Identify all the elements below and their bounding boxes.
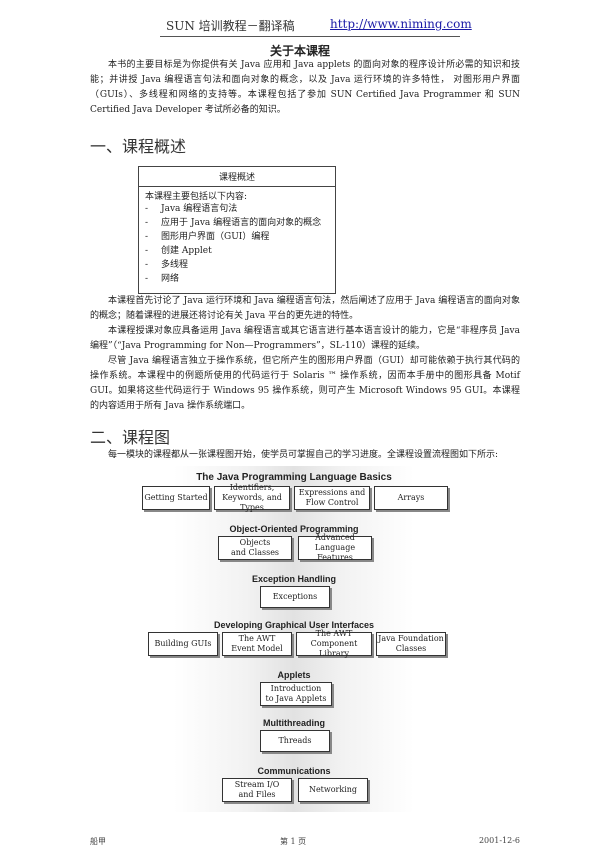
list-item: -图形用户界面（GUI）编程 [145,232,270,242]
about-text: 本书的主要目标是为你提供有关 Java 应用和 Java applets 的面向… [90,60,520,115]
list-item: -网络 [145,274,180,284]
roadmap-box-threads: Threads [260,730,330,752]
roadmap-section-comm: Communications [257,766,331,776]
section1-paragraph: 本课程首先讨论了 Java 运行环境和 Java 编程语言句法，然后阐述了应用于… [90,296,520,321]
list-item: -Java 编程语言句法 [145,204,238,214]
roadmap-box-exceptions: Exceptions [260,586,330,608]
overview-box-intro: 本课程主要包括以下内容: [145,192,248,202]
list-item: -多线程 [145,260,189,270]
section2-intro-block: 每一模块的课程都从一张课程图开始，使学员可掌握自己的学习进度。全课程设置流程图如… [90,448,520,463]
roadmap-box-awt-event: The AWT Event Model [222,632,292,656]
section2-heading: 二、课程图 [90,428,171,447]
roadmap-section-threads: Multithreading [263,718,325,728]
about-paragraph: 本书的主要目标是为你提供有关 Java 应用和 Java applets 的面向… [90,58,520,118]
header-url-link[interactable]: http://www.niming.com [330,17,472,31]
section1-paragraph: 尽管 Java 编程语言独立于操作系统，但它所产生的图形用户界面（GUI）却可能… [90,356,520,411]
section1-body: 本课程首先讨论了 Java 运行环境和 Java 编程语言句法，然后阐述了应用于… [90,294,520,414]
roadmap-section-applets: Applets [277,670,311,680]
roadmap-box-arrays: Arrays [374,486,448,510]
page-header: SUN 培训教程－翻译稿 http://www.niming.com [160,14,472,37]
roadmap-box-expressions: Expressions and Flow Control [294,486,370,510]
roadmap-section-gui: Developing Graphical User Interfaces [213,620,375,630]
roadmap-box-intro-applets: Introduction to Java Applets [260,682,332,706]
roadmap-box-objects: Objects and Classes [218,536,292,560]
footer-left: 船甲 [90,837,106,846]
section1-paragraph: 本课程授课对象应具备运用 Java 编程语言或其它语言进行基本语言设计的能力，它… [90,326,520,351]
footer-page-number: 第 1 页 [280,837,307,846]
header-title: SUN 培训教程－翻译稿 [166,19,295,33]
roadmap-box-stream-io: Stream I/O and Files [222,778,292,802]
course-roadmap-diagram: The Java Programming Language Basics Get… [136,466,452,812]
roadmap-box-awt-component: The AWT Component Library [296,629,372,658]
section1-heading: 一、课程概述 [90,137,187,156]
roadmap-box-identifiers: Identifiers, Keywords, and Types [214,483,290,512]
footer-date: 2001-12-6 [478,836,520,845]
roadmap-box-building-guis: Building GUIs [148,632,218,656]
section2-intro: 每一模块的课程都从一张课程图开始，使学员可掌握自己的学习进度。全课程设置流程图如… [108,450,499,460]
roadmap-box-jfc: Java Foundation Classes [376,632,446,656]
roadmap-box-getting-started: Getting Started [142,486,210,510]
overview-box: 课程概述 本课程主要包括以下内容: -Java 编程语言句法 -应用于 Java… [138,166,336,294]
overview-list: -Java 编程语言句法 -应用于 Java 编程语言的面向对象的概念 -图形用… [139,202,335,286]
header-rule [160,36,460,37]
overview-box-title: 课程概述 [218,173,255,183]
about-title: 关于本课程 [269,44,330,58]
roadmap-box-advanced: Advanced Language Features [298,533,372,562]
roadmap-section-basics: The Java Programming Language Basics [196,472,392,483]
overview-box-divider [139,186,335,187]
list-item: -应用于 Java 编程语言的面向对象的概念 [145,218,322,228]
roadmap-box-networking: Networking [298,778,368,802]
roadmap-section-oop: Object-Oriented Programming [229,524,359,534]
roadmap-section-exceptions: Exception Handling [251,574,336,584]
list-item: -创建 Applet [145,246,212,256]
